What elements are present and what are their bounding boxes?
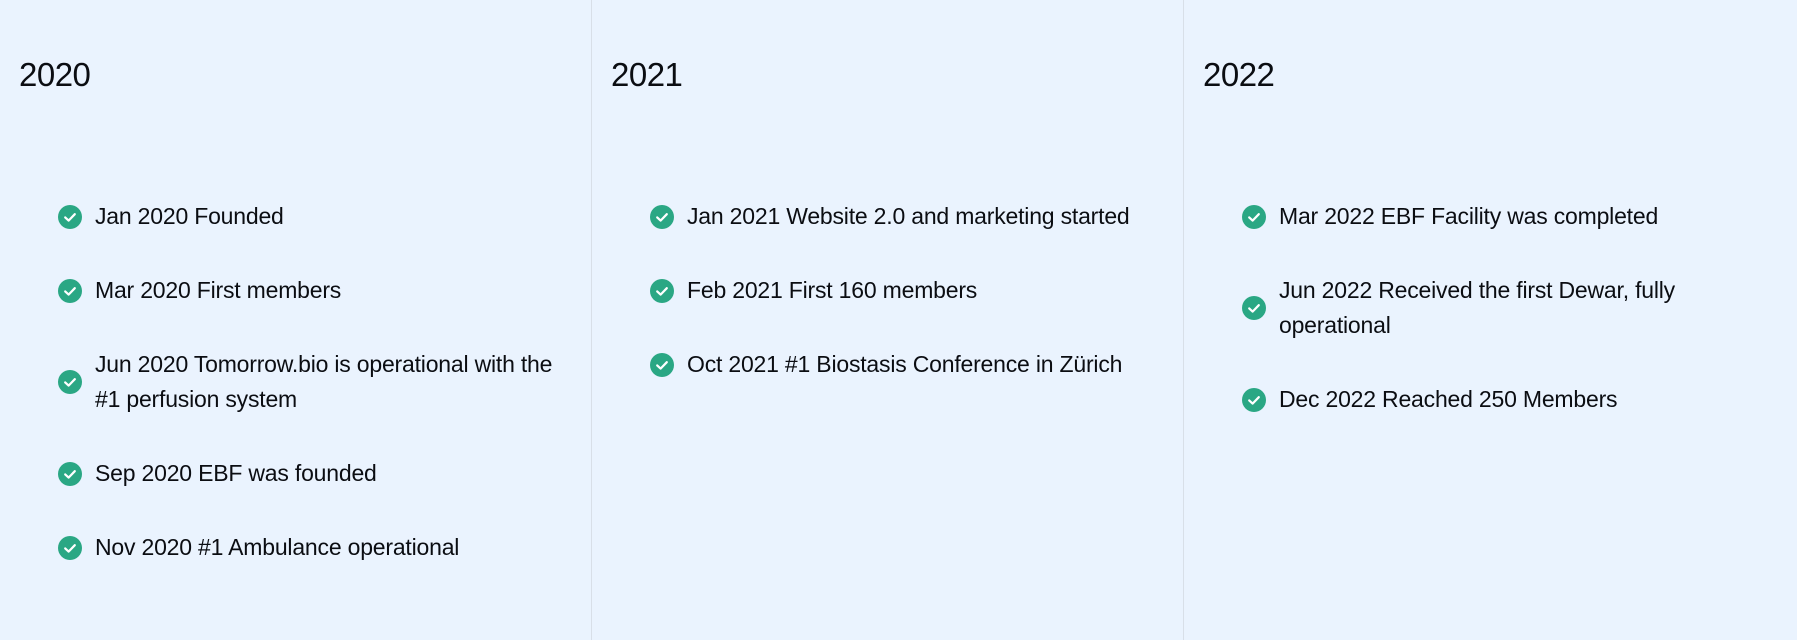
- check-circle-icon: [1242, 204, 1266, 229]
- milestone-item: Dec 2022 Reached 250 Members: [1242, 382, 1789, 417]
- check-circle-icon: [58, 370, 82, 394]
- check-circle-icon: [1242, 387, 1266, 412]
- milestone-item: Oct 2021 #1 Biostasis Conference in Züri…: [650, 347, 1175, 382]
- milestone-item: Jan 2021 Website 2.0 and marketing start…: [650, 199, 1175, 234]
- milestone-item: Sep 2020 EBF was founded: [58, 456, 583, 491]
- milestone-text: Jun 2020 Tomorrow.bio is operational wit…: [95, 351, 553, 412]
- year-heading: 2022: [1203, 56, 1275, 93]
- milestone-list: Jan 2021 Website 2.0 and marketing start…: [650, 199, 1175, 421]
- check-circle-icon: [650, 278, 674, 303]
- milestone-text: Nov 2020 #1 Ambulance operational: [95, 534, 460, 560]
- milestone-text: Feb 2021 First 160 members: [687, 277, 978, 303]
- check-circle-icon: [58, 278, 82, 303]
- milestone-item: Jun 2022 Received the first Dewar, fully…: [1242, 273, 1789, 343]
- check-circle-icon: [58, 461, 82, 486]
- milestone-text: Mar 2022 EBF Facility was completed: [1279, 203, 1659, 229]
- check-circle-icon: [1242, 296, 1266, 320]
- milestone-item: Jun 2020 Tomorrow.bio is operational wit…: [58, 347, 583, 417]
- check-circle-icon: [650, 204, 674, 229]
- milestone-item: Nov 2020 #1 Ambulance operational: [58, 530, 583, 565]
- milestone-item: Feb 2021 First 160 members: [650, 273, 1175, 308]
- year-heading: 2021: [611, 56, 683, 93]
- milestone-item: Mar 2020 First members: [58, 273, 583, 308]
- milestone-text: Mar 2020 First members: [95, 277, 342, 303]
- milestone-text: Jan 2020 Founded: [95, 203, 284, 229]
- milestone-text: Dec 2022 Reached 250 Members: [1279, 386, 1618, 412]
- milestone-item: Jan 2020 Founded: [58, 199, 583, 234]
- milestone-item: Mar 2022 EBF Facility was completed: [1242, 199, 1789, 234]
- check-circle-icon: [650, 352, 674, 377]
- milestone-text: Oct 2021 #1 Biostasis Conference in Züri…: [687, 351, 1123, 377]
- check-circle-icon: [58, 535, 82, 560]
- milestone-text: Sep 2020 EBF was founded: [95, 460, 377, 486]
- check-circle-icon: [58, 204, 82, 229]
- milestone-text: Jan 2021 Website 2.0 and marketing start…: [687, 203, 1130, 229]
- year-heading: 2020: [19, 56, 91, 93]
- milestone-text: Jun 2022 Received the first Dewar, fully…: [1279, 277, 1675, 338]
